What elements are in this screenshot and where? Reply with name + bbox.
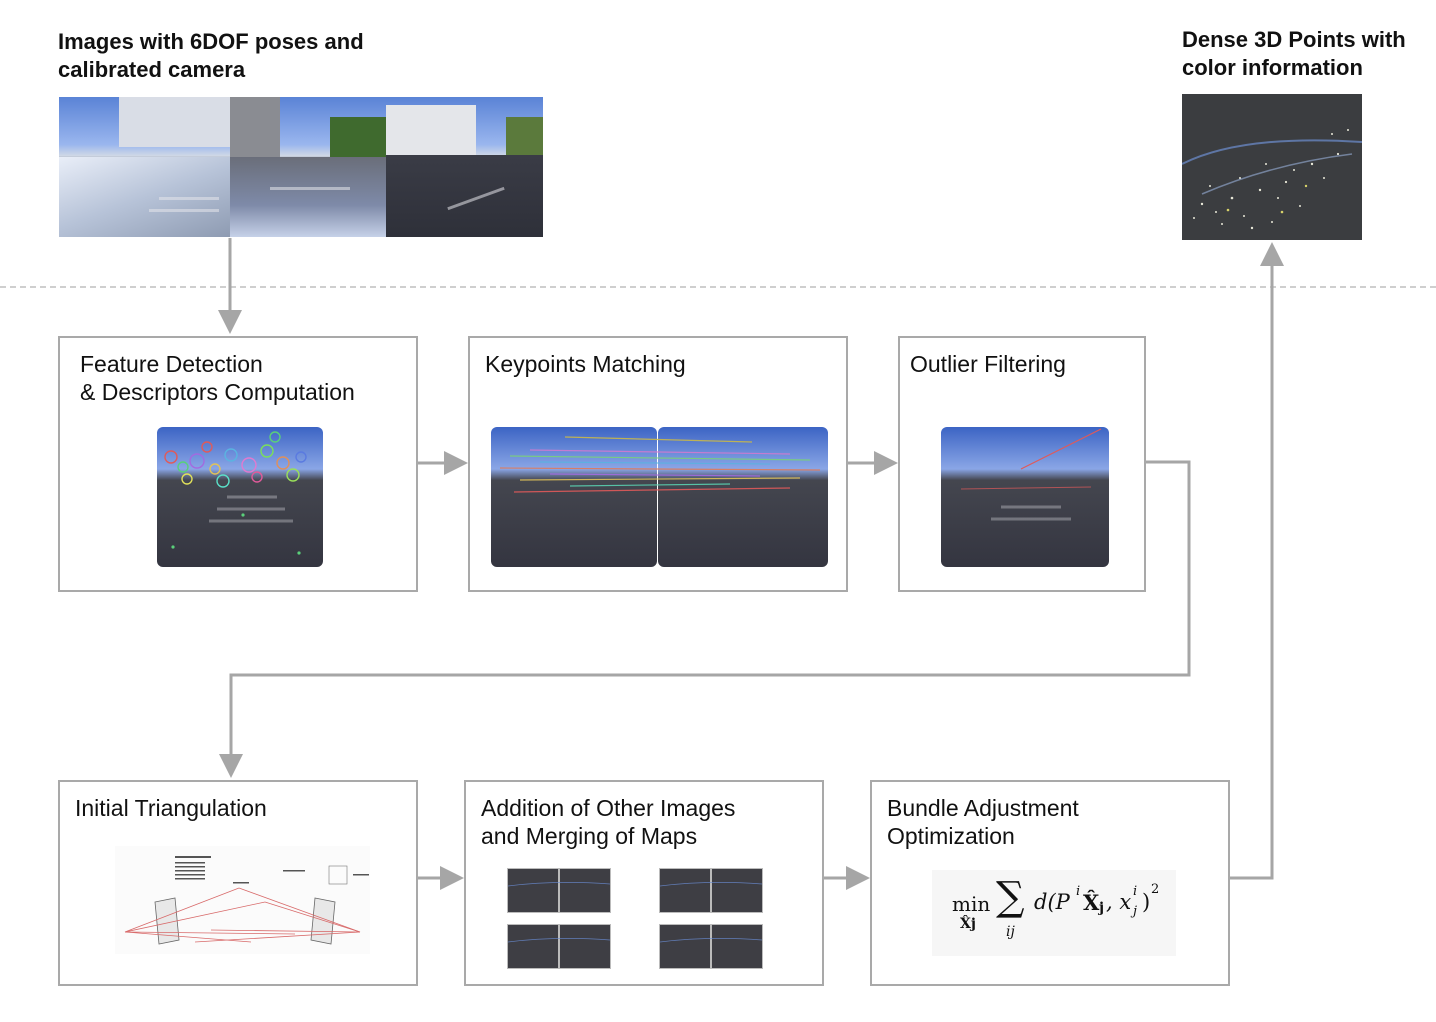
point-cloud-graphic	[1182, 129, 1362, 230]
keypoints-matching-title-line1: Keypoints Matching	[485, 351, 686, 377]
formula-min: min	[952, 892, 991, 916]
feature-detection-title-line1: Feature Detection	[80, 351, 263, 377]
match-lines-graphic	[499, 436, 821, 493]
bundle-adjustment-title-line2: Optimization	[887, 823, 1015, 849]
merge-thumbnail	[659, 868, 711, 913]
step-bundle-adjustment: Bundle Adjustment Optimization min X̂j ∑…	[870, 780, 1230, 986]
merge-thumbnail	[559, 868, 611, 913]
feature-detection-title-line2: & Descriptors Computation	[80, 379, 355, 405]
merge-thumbnail-tracks	[507, 882, 763, 943]
output-heading-line1: Dense 3D Points with	[1182, 27, 1406, 52]
formula-xhat-subscript: j	[1099, 900, 1105, 916]
feature-detection-image	[157, 427, 323, 567]
step-initial-triangulation: Initial Triangulation	[58, 780, 418, 986]
bundle-adjustment-formula: min X̂j ∑ ij d(P i X̂ j , x i j ) 2	[932, 870, 1176, 956]
input-image-3	[386, 97, 543, 237]
formula-close: )	[1142, 890, 1151, 914]
bundle-adjustment-title: Bundle Adjustment Optimization	[887, 794, 1079, 850]
formula-square: 2	[1151, 882, 1160, 897]
formula-x-superscript: i	[1133, 884, 1138, 899]
formula-body: d(P	[1034, 890, 1070, 914]
formula-sum-subscript: ij	[1006, 924, 1015, 940]
bundle-adjustment-title-line1: Bundle Adjustment	[887, 795, 1079, 821]
addition-merging-title: Addition of Other Images and Merging of …	[481, 794, 735, 850]
triangulation-graphic	[124, 856, 369, 945]
input-heading-line2: calibrated camera	[58, 57, 246, 82]
outlier-filtering-image	[941, 427, 1109, 567]
addition-merging-title-line2: and Merging of Maps	[481, 823, 698, 849]
formula-min-subscript: X̂j	[960, 916, 976, 932]
formula-rest: , x	[1106, 890, 1132, 914]
addition-merging-title-line1: Addition of Other Images	[481, 795, 736, 821]
keypoints-matching-title: Keypoints Matching	[485, 350, 686, 378]
merge-thumbnail	[507, 868, 559, 913]
step-feature-detection: Feature Detection & Descriptors Computat…	[58, 336, 418, 592]
input-image-1	[59, 97, 230, 237]
initial-triangulation-title: Initial Triangulation	[75, 794, 267, 822]
feature-detection-title: Feature Detection & Descriptors Computat…	[80, 350, 355, 406]
outlier-line-graphic	[960, 428, 1102, 521]
point-cloud-image	[1182, 94, 1362, 240]
formula-xhat: X̂	[1083, 890, 1100, 915]
initial-triangulation-title-line1: Initial Triangulation	[75, 795, 267, 821]
output-heading-line2: color information	[1182, 55, 1363, 80]
merge-thumbnail	[711, 924, 763, 969]
merge-thumbnail	[659, 924, 711, 969]
input-heading-line1: Images with 6DOF poses and	[58, 29, 364, 54]
merge-thumbnail	[507, 924, 559, 969]
formula-superscript-i: i	[1076, 884, 1081, 899]
outlier-filtering-title-line1: Outlier Filtering	[910, 351, 1066, 377]
step-addition-merging: Addition of Other Images and Merging of …	[464, 780, 824, 986]
step-keypoints-matching: Keypoints Matching	[468, 336, 848, 592]
arrow-bundle-to-output	[1230, 242, 1284, 880]
feature-keypoints-graphic	[164, 431, 307, 555]
section-divider	[0, 286, 1436, 288]
merge-thumbnail	[559, 924, 611, 969]
output-heading: Dense 3D Points with color information	[1182, 26, 1406, 82]
step-outlier-filtering: Outlier Filtering	[898, 336, 1146, 592]
outlier-filtering-title: Outlier Filtering	[910, 350, 1066, 378]
input-image-2	[230, 97, 386, 237]
formula-x-subscript: j	[1133, 904, 1138, 919]
triangulation-diagram	[115, 846, 370, 954]
merge-thumbnail	[711, 868, 763, 913]
formula-sum-symbol: ∑	[996, 874, 1025, 920]
input-heading: Images with 6DOF poses and calibrated ca…	[58, 28, 364, 84]
